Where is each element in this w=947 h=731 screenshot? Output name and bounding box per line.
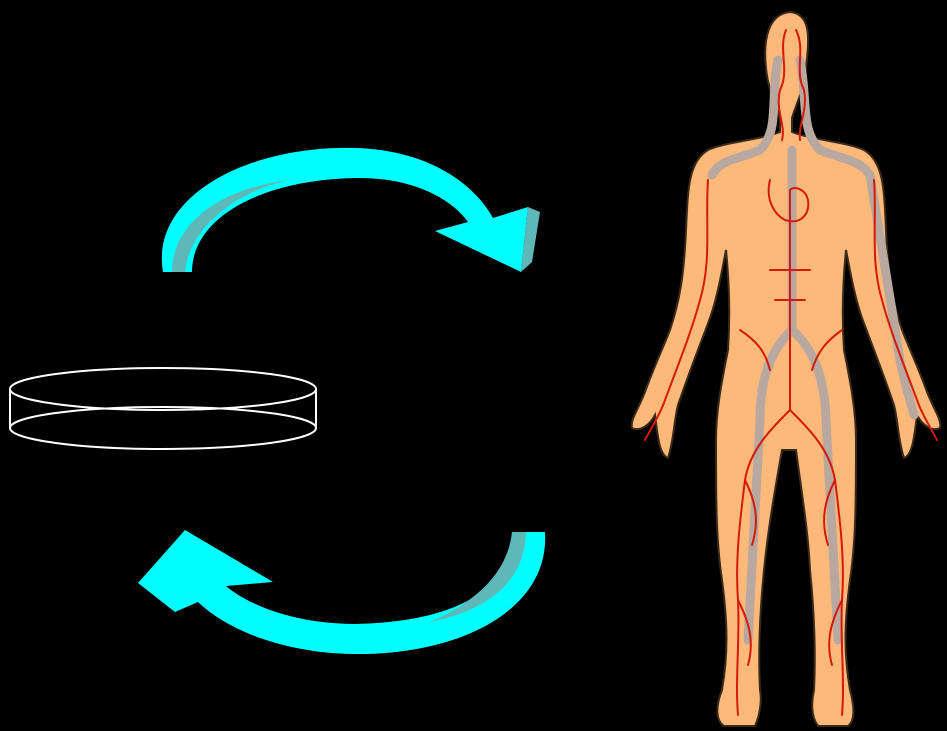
human-circulatory-system-icon [632, 12, 941, 726]
petri-dish-wall [10, 389, 316, 449]
petri-dish-rim [10, 368, 316, 410]
curved-arrow-left-icon [138, 530, 545, 654]
petri-dish-icon [10, 368, 316, 449]
body-silhouette [632, 12, 941, 726]
curved-arrow-right-icon [162, 148, 540, 272]
